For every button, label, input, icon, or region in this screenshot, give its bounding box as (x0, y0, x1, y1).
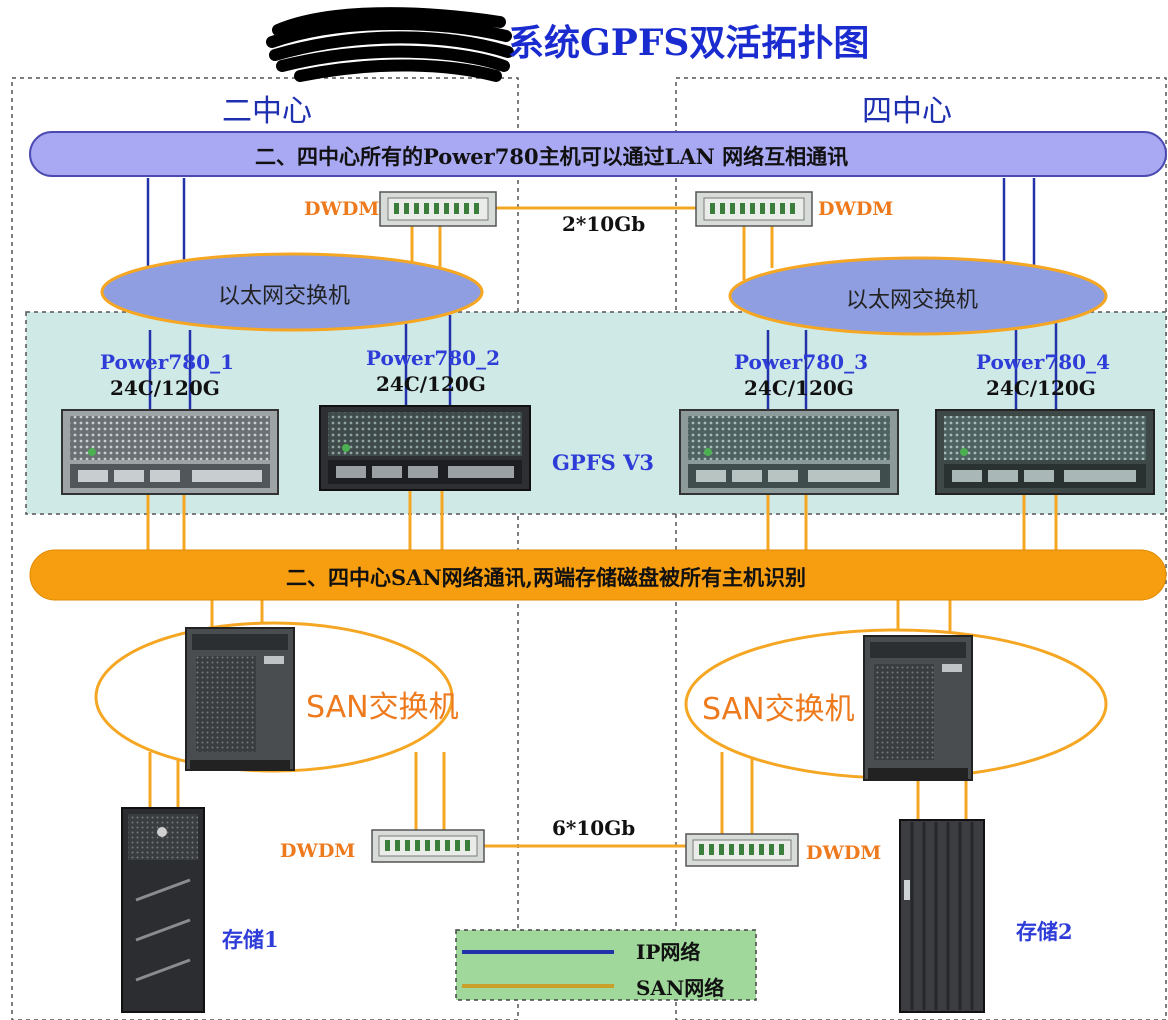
ip-network-lines (146, 178, 1058, 410)
san-switch-left-label: SAN交换机 (306, 690, 459, 725)
ethernet-switch-right (728, 256, 1108, 336)
server-power780-1 (61, 409, 279, 495)
san-switch-right-label: SAN交换机 (702, 692, 855, 727)
dwdm-device-bottom-right (685, 833, 799, 867)
storage-2-cabinet (899, 819, 985, 1013)
server-3-spec: 24C/120G (744, 376, 854, 400)
ethernet-switch-left-label: 以太网交换机 (218, 284, 351, 309)
lan-bar-label: 二、四中心所有的Power780主机可以通过LAN 网络互相通讯 (255, 144, 849, 169)
dwdm-label-top-left: DWDM (304, 198, 380, 220)
right-site-frame (675, 77, 1167, 1020)
dwdm-label-bottom-left: DWDM (280, 840, 356, 862)
left-site-label: 二中心 (222, 94, 312, 129)
san-bar-label: 二、四中心SAN网络通讯,两端存储磁盘被所有主机识别 (286, 565, 806, 590)
ethernet-switch-left (100, 252, 484, 332)
server-4-name: Power780_4 (976, 350, 1110, 374)
san-switch-left-cabinet (185, 627, 295, 771)
server-2-name: Power780_2 (366, 346, 500, 370)
server-1-spec: 24C/120G (110, 376, 220, 400)
server-power780-3 (679, 409, 899, 495)
san-bar (29, 549, 1167, 601)
storage-2-label: 存储2 (1016, 919, 1073, 944)
dwdm-device-bottom-left (371, 829, 485, 863)
ethernet-switch-right-label: 以太网交换机 (846, 288, 979, 313)
server-4-spec: 24C/120G (986, 376, 1096, 400)
dwdm-device-top-left (379, 191, 497, 227)
diagram-title: 系统GPFS双活拓扑图 (508, 22, 870, 64)
server-3-name: Power780_3 (734, 350, 868, 374)
san-switch-right-cabinet (863, 635, 973, 781)
legend-san-label: SAN网络 (636, 976, 725, 1000)
redaction-scribble (266, 7, 514, 82)
dwdm-device-top-right (695, 191, 813, 227)
dwdm-label-top-right: DWDM (818, 198, 894, 220)
san-network-lines (146, 206, 1058, 848)
server-2-spec: 24C/120G (376, 372, 486, 396)
server-power780-4 (935, 409, 1155, 495)
storage-1-cabinet (121, 807, 205, 1013)
ip-link-capacity: 2*10Gb (562, 212, 646, 236)
right-site-label: 四中心 (862, 94, 952, 129)
server-1-name: Power780_1 (100, 350, 234, 374)
left-site-frame (11, 77, 519, 1020)
dwdm-label-bottom-right: DWDM (806, 842, 882, 864)
gpfs-label: GPFS V3 (552, 450, 655, 475)
lan-bar (29, 131, 1167, 177)
san-link-capacity: 6*10Gb (552, 816, 636, 840)
legend-box (455, 929, 757, 1001)
legend-ip-label: IP网络 (636, 940, 701, 964)
storage-1-label: 存储1 (222, 927, 279, 952)
server-power780-2 (319, 405, 531, 491)
